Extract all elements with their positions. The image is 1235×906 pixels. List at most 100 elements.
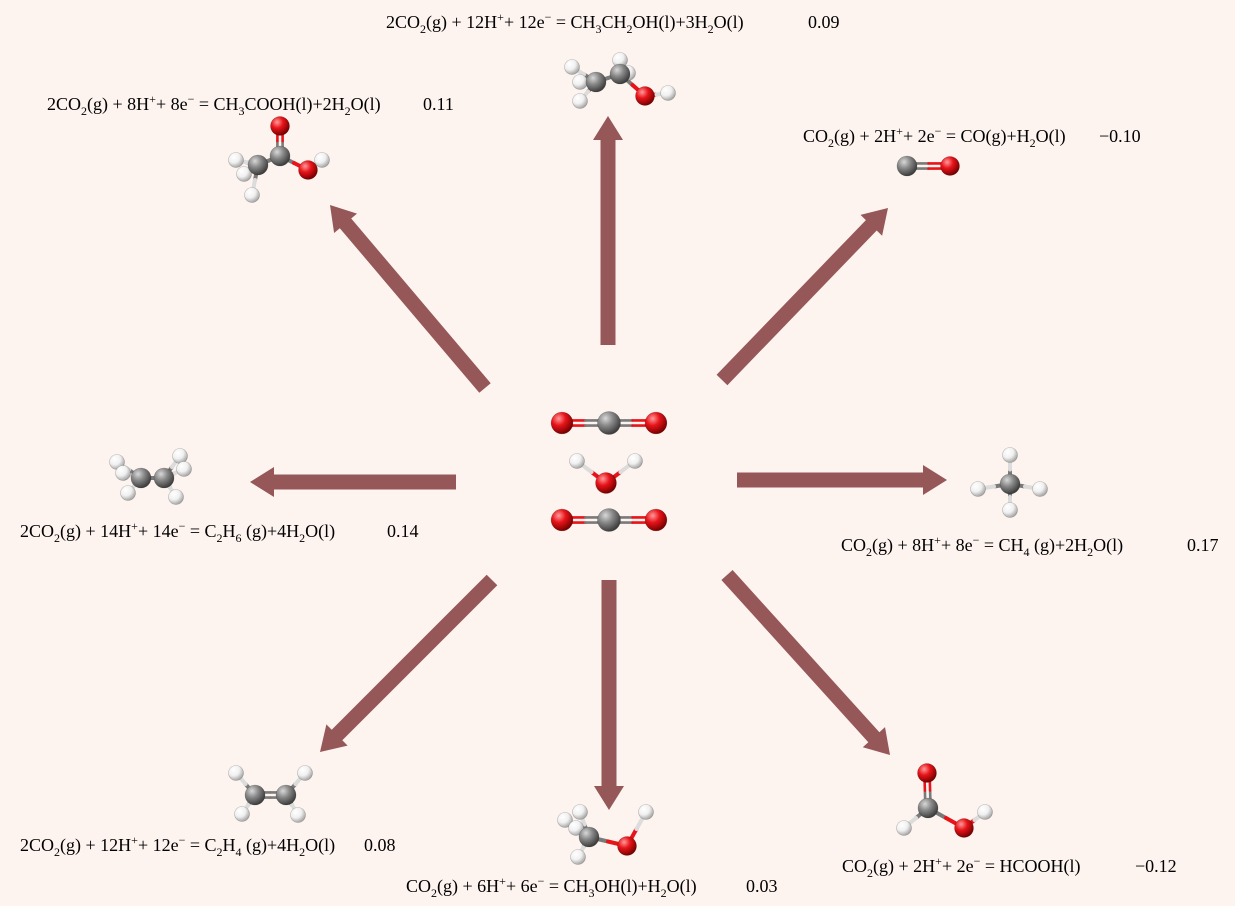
equation-segment: −	[179, 833, 186, 847]
equation-segment: O(l)	[305, 521, 335, 542]
equation-segment: = CO(g)+H	[941, 126, 1029, 147]
equation-segment: (g)+2H	[1030, 535, 1088, 556]
h2o-molecule	[569, 453, 643, 494]
co2-molecule-bottom	[550, 508, 668, 532]
equation-segment: 2	[299, 531, 305, 545]
equation-formic-acid: CO2(g) + 2H++ 2e− = HCOOH(l)	[842, 854, 1081, 880]
potential-methane: 0.17	[1187, 535, 1219, 555]
equation-segment: −	[974, 854, 981, 868]
equation-segment: = HCOOH(l)	[980, 856, 1080, 877]
equation-segment: 3	[239, 104, 245, 118]
arrow-to-ethylene	[320, 574, 498, 752]
equation-segment: 2CO	[20, 521, 54, 541]
potential-ethylene: 0.08	[364, 835, 396, 855]
equation-segment: + 8e	[156, 94, 188, 114]
equation-segment: (g) + 2H	[834, 126, 896, 147]
equation-methanol: CO2(g) + 6H++ 6e− = CH3OH(l)+H2O(l)	[406, 874, 697, 900]
equation-segment: 3	[589, 886, 595, 900]
arrow-to-carbon-monoxide	[716, 208, 888, 386]
potential-acetic-acid: 0.11	[423, 94, 454, 114]
methanol-ball-stick-icon	[557, 804, 654, 865]
equation-segment: −	[179, 519, 186, 533]
potential-carbon-monoxide: −0.10	[1099, 126, 1141, 146]
equation-segment: +	[499, 874, 506, 888]
equation-segment: 2	[661, 886, 667, 900]
potential-formic-acid: −0.12	[1135, 856, 1177, 876]
ethane-ball-stick-icon	[109, 448, 192, 505]
equation-segment: CO	[842, 856, 867, 876]
equation-segment: 2	[828, 136, 834, 150]
equation-segment: + 8e	[941, 535, 973, 555]
equation-segment: −	[935, 124, 942, 138]
equation-segment: −	[538, 874, 545, 888]
equation-segment: −	[973, 533, 980, 547]
equation-segment: (g) + 8H	[87, 94, 149, 115]
equation-carbon-monoxide: CO2(g) + 2H++ 2e− = CO(g)+H2O(l)	[803, 124, 1066, 150]
equation-segment: H	[223, 835, 236, 855]
potential-methanol: 0.03	[746, 876, 778, 896]
equation-segment: (g) + 6H	[437, 876, 499, 897]
equation-ethylene: 2CO2(g) + 12H++ 12e− = C2H4 (g)+4H2O(l)	[20, 833, 335, 859]
equation-segment: + 2e	[903, 126, 935, 146]
equation-segment: = CH	[544, 876, 588, 896]
equation-segment: −	[545, 10, 552, 24]
equation-segment: 4	[1024, 545, 1030, 559]
equation-segment: 2CO	[47, 94, 81, 114]
equation-segment: + 6e	[506, 876, 538, 896]
equation-segment: 2	[81, 104, 87, 118]
equation-segment: O(l)	[1036, 126, 1066, 147]
equation-segment: 2CO	[386, 12, 420, 32]
ethylene-ball-stick-icon	[228, 765, 313, 823]
arrow-to-formic-acid	[721, 570, 890, 755]
equation-segment: 2	[866, 545, 872, 559]
equation-segment: 2	[420, 22, 426, 36]
equation-segment: O(l)	[351, 94, 381, 115]
equation-segment: COOH(l)+2H	[245, 94, 345, 115]
equations-layer: 2CO2(g) + 12H++ 12e− = CH3CH2OH(l)+3H2O(…	[20, 10, 1219, 900]
equation-segment: + 12e	[138, 835, 179, 855]
arrow-to-acetic-acid	[330, 205, 491, 393]
equation-segment: CO	[803, 126, 828, 146]
equation-segment: (g) + 12H	[426, 12, 497, 33]
equation-segment: 2	[54, 845, 60, 859]
equation-segment: (g) + 2H	[873, 856, 935, 877]
equation-segment: O(l)	[714, 12, 744, 33]
equation-segment: OH(l)+H	[595, 876, 661, 897]
arrows-layer	[250, 116, 947, 810]
equation-segment: = CH	[979, 535, 1023, 555]
equation-segment: O(l)	[305, 835, 335, 856]
co2-molecule-top	[550, 411, 668, 435]
equation-segment: 2	[627, 22, 633, 36]
equation-segment: 2	[345, 104, 351, 118]
equation-segment: + 12e	[504, 12, 545, 32]
formic-acid-ball-stick-icon	[896, 763, 993, 838]
equation-methane: CO2(g) + 8H++ 8e− = CH4 (g)+2H2O(l)	[841, 533, 1123, 559]
equation-ethanol: 2CO2(g) + 12H++ 12e− = CH3CH2OH(l)+3H2O(…	[386, 10, 744, 36]
equation-segment: 2	[431, 886, 437, 900]
equation-segment: +	[896, 124, 903, 138]
equation-segment: +	[935, 854, 942, 868]
equation-segment: (g) + 14H	[60, 521, 131, 542]
equation-segment: H	[223, 521, 236, 541]
equation-segment: = CH	[551, 12, 595, 32]
equation-segment: 3	[596, 22, 602, 36]
equation-segment: 6	[236, 531, 242, 545]
equation-segment: CH	[602, 12, 627, 32]
equation-segment: 2	[708, 22, 714, 36]
arrow-to-ethane	[250, 467, 456, 497]
equation-ethane: 2CO2(g) + 14H++ 14e− = C2H6 (g)+4H2O(l)	[20, 519, 335, 545]
arrow-to-methanol	[594, 580, 624, 810]
equation-segment: +	[497, 10, 504, 24]
equation-segment: 2	[867, 866, 873, 880]
equation-segment: CO	[841, 535, 866, 555]
equation-segment: = CH	[194, 94, 238, 114]
arrow-to-ethanol	[593, 116, 623, 345]
equation-segment: +	[131, 833, 138, 847]
molecules-layer	[109, 52, 1048, 865]
potential-ethanol: 0.09	[808, 12, 840, 32]
equation-segment: O(l)	[667, 876, 697, 897]
equation-segment: +	[934, 533, 941, 547]
equation-segment: CO	[406, 876, 431, 896]
equation-segment: O(l)	[1093, 535, 1123, 556]
